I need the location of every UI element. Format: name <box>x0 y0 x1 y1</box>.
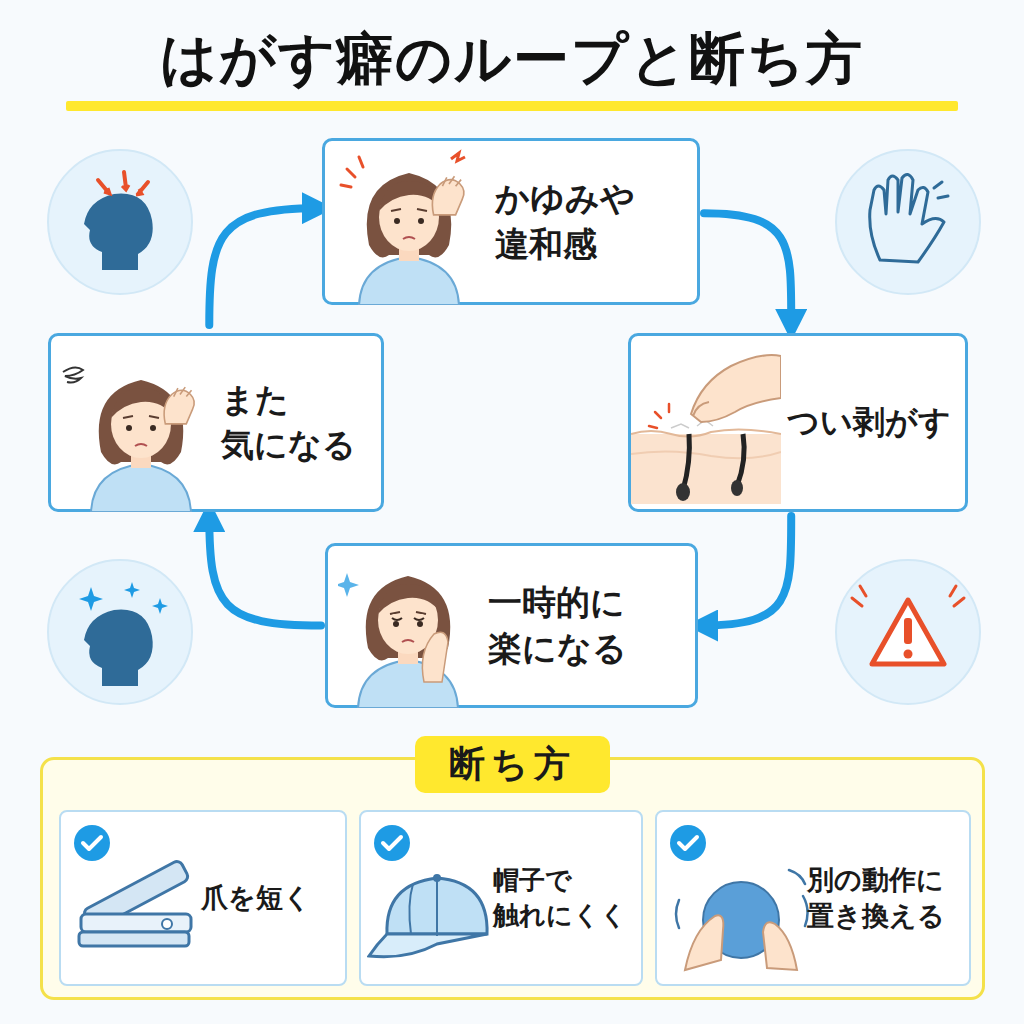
method-box: 帽子で 触れにくく <box>359 810 643 986</box>
hand-icon <box>836 150 980 294</box>
step-label: 一時的に 楽になる <box>488 580 629 672</box>
cycle-step-box: かゆみや 違和感 <box>322 138 700 305</box>
warning-icon <box>836 560 980 704</box>
diagram-title: はがす癖のループと断ち方 <box>0 22 1024 98</box>
method-panel: 断ち方爪を短く帽子で 触れにくく別の動作に 置き換える <box>40 757 985 1000</box>
relief-icon <box>48 560 192 704</box>
step-label: 別の動作に 置き換える <box>807 862 947 935</box>
cycle-arrow <box>704 213 791 325</box>
check-icon <box>73 824 111 862</box>
illustration <box>663 840 813 980</box>
check-icon <box>669 824 707 862</box>
illustration <box>71 844 201 974</box>
cycle-arrow <box>209 516 321 626</box>
cycle-step-box: つい剥がす <box>628 333 968 512</box>
panel-heading: 断ち方 <box>415 736 610 793</box>
step-label: つい剥がす <box>787 401 953 444</box>
cycle-arrow <box>209 208 318 325</box>
illustration <box>55 346 211 512</box>
step-label: かゆみや 違和感 <box>495 176 637 268</box>
illustration <box>367 844 497 974</box>
step-label: 爪を短く <box>201 880 313 916</box>
illustration <box>631 342 781 504</box>
itch-icon <box>48 150 192 294</box>
method-box: 爪を短く <box>59 810 347 986</box>
illustration <box>339 139 479 305</box>
check-icon <box>373 824 411 862</box>
method-box: 別の動作に 置き換える <box>655 810 971 986</box>
cycle-step-box: また 気になる <box>48 333 384 512</box>
illustration <box>338 542 478 708</box>
cycle-step-box: 一時的に 楽になる <box>325 543 698 708</box>
step-label: また 気になる <box>221 378 358 467</box>
step-label: 帽子で 触れにくく <box>493 863 629 933</box>
cycle-arrow <box>702 516 791 626</box>
